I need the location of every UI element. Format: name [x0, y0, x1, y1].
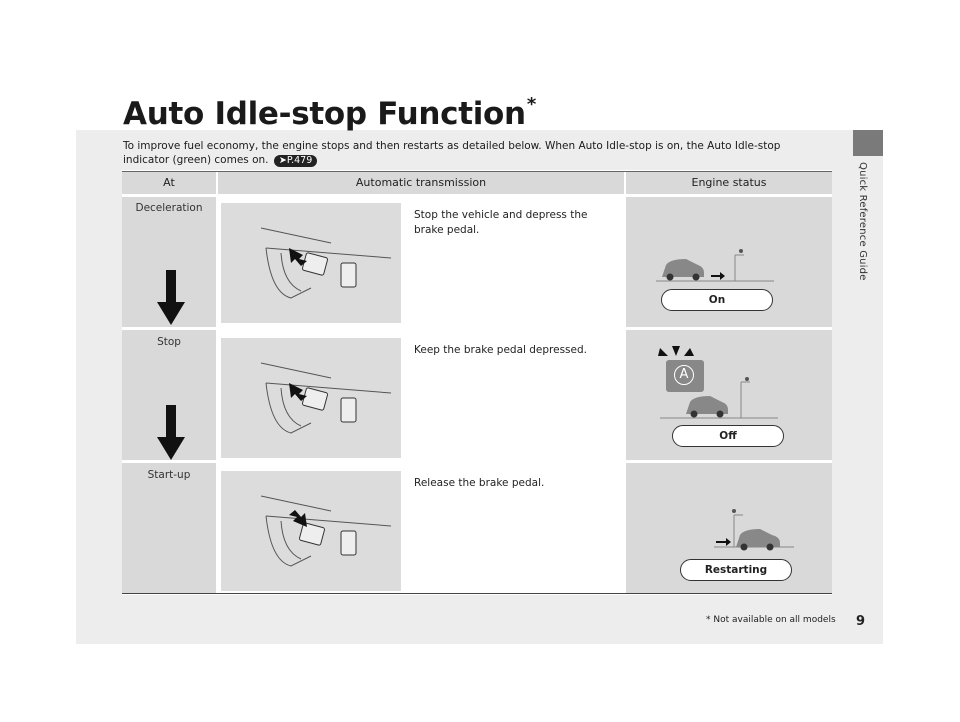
auto-idle-stop-indicator-icon: A — [666, 360, 704, 392]
section-tab — [853, 130, 883, 156]
row-3-at-cell — [122, 463, 216, 593]
car-stopped-icon — [660, 377, 778, 419]
car-stopping-icon — [656, 249, 774, 282]
brake-pedal-depressed-icon — [260, 227, 392, 299]
page-title: Auto Idle-stop Function* — [123, 94, 536, 132]
intro-paragraph: To improve fuel economy, the engine stop… — [123, 139, 823, 167]
brake-pedal-released-icon — [260, 495, 392, 567]
table-top-rule — [122, 171, 832, 172]
page-reference-link[interactable]: ➤P.479 — [273, 155, 318, 167]
page-title-text: Auto Idle-stop Function — [123, 96, 526, 132]
row-3-at-label: Start-up — [147, 469, 191, 481]
brake-pedal-held-icon — [260, 362, 392, 434]
availability-marker: * — [526, 94, 536, 115]
row-2-at-label: Stop — [157, 336, 181, 348]
brake-pedal-illustration — [221, 203, 401, 323]
intro-text: To improve fuel economy, the engine stop… — [123, 140, 781, 166]
traffic-light-icon — [739, 249, 743, 253]
down-arrow-icon — [157, 270, 185, 325]
table-bottom-rule — [122, 593, 832, 594]
engine-status-off: Off — [672, 425, 784, 447]
brake-pedal-illustration — [221, 338, 401, 458]
row-1-at-label: Deceleration — [135, 202, 203, 214]
header-automatic-transmission: Automatic transmission — [218, 172, 624, 194]
footnote: * Not available on all models — [706, 615, 836, 625]
header-engine-status: Engine status — [626, 172, 832, 194]
row-2-status-cell: A Off — [626, 330, 832, 460]
down-arrow-icon — [157, 405, 185, 460]
indicator-letter: A — [674, 365, 694, 385]
page-reference-label: P.479 — [286, 155, 313, 166]
section-tab-label: Quick Reference Guide — [857, 162, 868, 281]
row-3-status-cell: Restarting — [626, 463, 832, 593]
engine-status-restarting: Restarting — [680, 559, 792, 581]
row-3-instruction: Release the brake pedal. — [414, 477, 545, 489]
car-restarting-icon — [714, 509, 794, 551]
row-2-instruction: Keep the brake pedal depressed. — [414, 344, 587, 356]
row-1-instruction: Stop the vehicle and depress the brake p… — [414, 209, 588, 236]
traffic-light-icon — [745, 377, 749, 381]
page-number: 9 — [856, 614, 866, 629]
engine-status-on: On — [661, 289, 773, 311]
header-at: At — [122, 172, 216, 194]
brake-pedal-illustration — [221, 471, 401, 591]
indicator-flash-icon — [658, 346, 694, 356]
row-1-status-cell: On — [626, 197, 832, 327]
traffic-light-icon — [732, 509, 736, 513]
